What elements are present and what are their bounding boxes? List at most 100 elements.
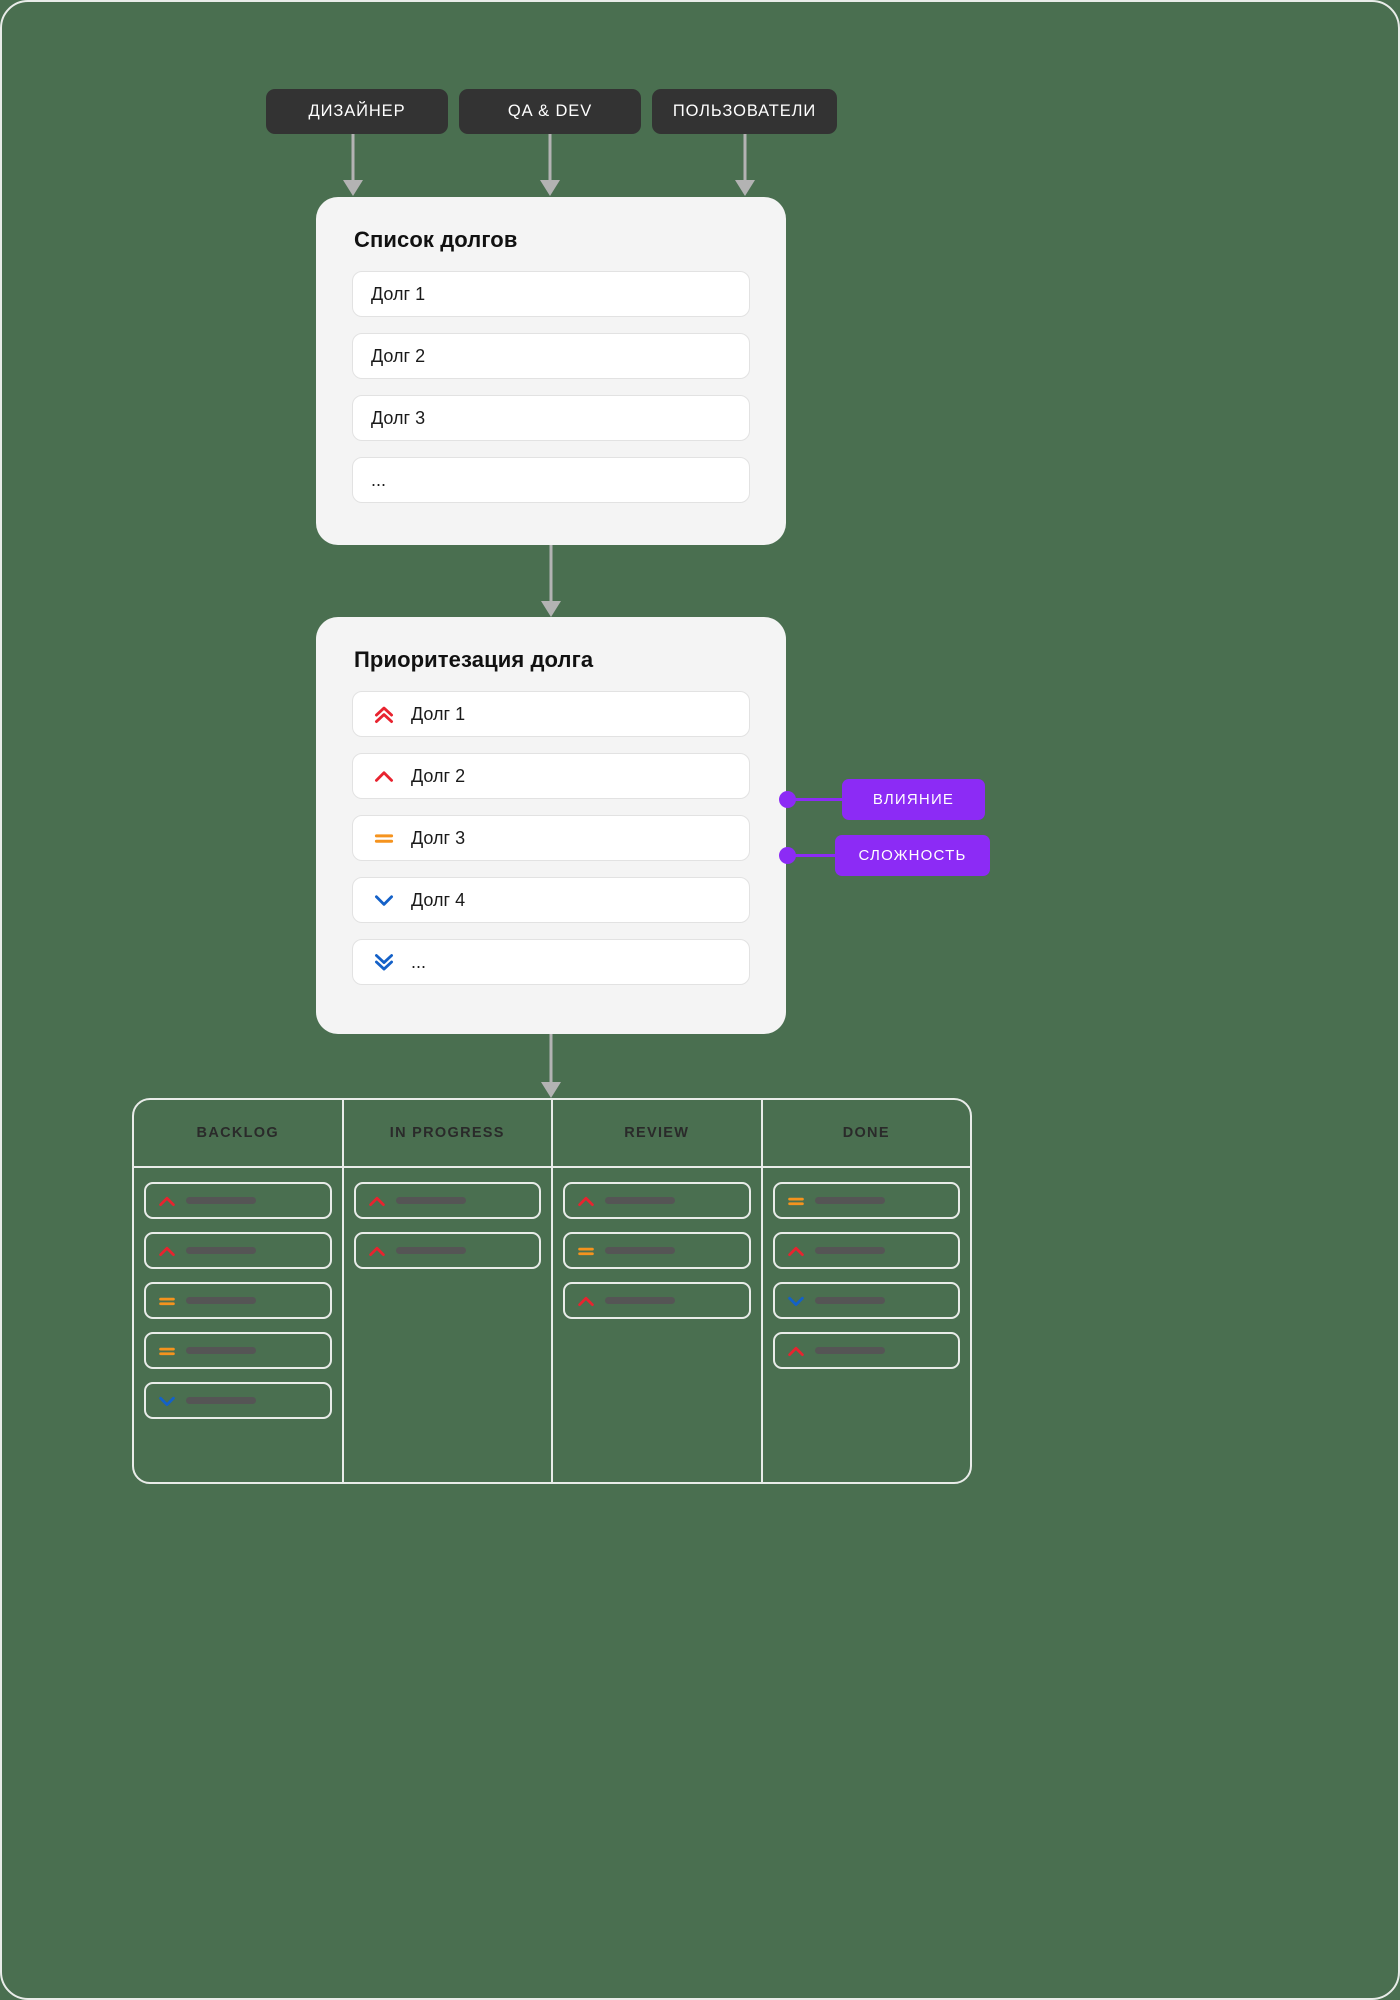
kanban-card-title-placeholder xyxy=(186,1347,256,1354)
debt-list-title: Список долгов xyxy=(354,227,518,252)
chevron-up-icon xyxy=(366,1190,388,1212)
kanban-card[interactable] xyxy=(144,1182,332,1219)
kanban-card[interactable] xyxy=(144,1232,332,1269)
kanban-card-title-placeholder xyxy=(395,1197,466,1204)
chevron-double-up-icon xyxy=(371,701,397,727)
debt-list-panel: Список долгов Долг 1 Долг 2 Долг 3 ... xyxy=(316,197,786,545)
list-item[interactable]: Долг 3 xyxy=(352,395,750,441)
debt-item-label: Долг 1 xyxy=(411,704,466,724)
source-chip-designer[interactable]: ДИЗАЙНЕР xyxy=(266,89,448,134)
kanban-column-in-progress xyxy=(344,1168,553,1482)
kanban-body xyxy=(134,1168,970,1482)
chevron-double-down-icon xyxy=(371,949,397,975)
prioritization-title: Приоритезация долга xyxy=(354,647,594,672)
debt-item-label: ... xyxy=(411,952,427,972)
debt-item-label: Долг 2 xyxy=(411,766,466,786)
debt-item-label: Долг 2 xyxy=(371,346,426,366)
source-chip-label: QA & DEV xyxy=(507,102,593,120)
debt-item-label: Долг 4 xyxy=(411,890,466,910)
chevron-down-icon xyxy=(156,1390,178,1412)
kanban-column-done xyxy=(763,1168,971,1482)
kanban-card[interactable] xyxy=(772,1332,960,1369)
kanban-card-title-placeholder xyxy=(186,1397,256,1404)
kanban-card-title-placeholder xyxy=(605,1197,675,1204)
source-chip-label: ПОЛЬЗОВАТЕЛИ xyxy=(672,102,817,120)
kanban-card-title-placeholder xyxy=(814,1247,885,1254)
kanban-column-backlog xyxy=(134,1168,344,1482)
equals-icon xyxy=(156,1290,178,1312)
list-item[interactable]: Долг 4 xyxy=(352,877,750,923)
kanban-card-title-placeholder xyxy=(605,1297,675,1304)
criterion-dot-complexity xyxy=(779,847,796,864)
kanban-column-header-review[interactable]: REVIEW xyxy=(553,1100,763,1166)
kanban-card-title-placeholder xyxy=(395,1247,466,1254)
arrow-list-to-prioritization xyxy=(540,545,562,617)
kanban-card[interactable] xyxy=(144,1332,332,1369)
debt-item-label: ... xyxy=(371,470,387,490)
kanban-card[interactable] xyxy=(144,1382,332,1419)
kanban-card-title-placeholder xyxy=(605,1247,675,1254)
chevron-up-icon xyxy=(371,763,397,789)
arrow-users-to-list xyxy=(734,134,756,196)
chevron-up-icon xyxy=(785,1340,807,1362)
debt-item-label: Долг 3 xyxy=(371,408,426,428)
kanban-column-header-in-progress[interactable]: IN PROGRESS xyxy=(344,1100,553,1166)
kanban-column-header-backlog[interactable]: BACKLOG xyxy=(134,1100,344,1166)
kanban-card[interactable] xyxy=(772,1232,960,1269)
criterion-tag-impact[interactable]: ВЛИЯНИЕ xyxy=(842,779,985,820)
equals-icon xyxy=(575,1240,597,1262)
arrow-qa-to-list xyxy=(539,134,561,196)
debt-list-rows: Долг 1 Долг 2 Долг 3 ... xyxy=(316,253,786,533)
kanban-column-review xyxy=(553,1168,763,1482)
kanban-card-title-placeholder xyxy=(814,1197,885,1204)
chevron-up-icon xyxy=(366,1240,388,1262)
arrow-designer-to-list xyxy=(342,134,364,196)
kanban-board: BACKLOG IN PROGRESS REVIEW DONE xyxy=(132,1098,972,1484)
debt-item-label: Долг 1 xyxy=(371,284,426,304)
kanban-card-title-placeholder xyxy=(186,1247,256,1254)
list-item[interactable]: ... xyxy=(352,457,750,503)
source-chip-users[interactable]: ПОЛЬЗОВАТЕЛИ xyxy=(652,89,837,134)
list-item[interactable]: ... xyxy=(352,939,750,985)
list-item[interactable]: Долг 1 xyxy=(352,691,750,737)
criterion-label: СЛОЖНОСТЬ xyxy=(858,847,967,864)
kanban-card[interactable] xyxy=(563,1232,751,1269)
chevron-down-icon xyxy=(785,1290,807,1312)
kanban-card[interactable] xyxy=(353,1232,541,1269)
kanban-card-title-placeholder xyxy=(814,1297,885,1304)
arrow-prioritization-to-board xyxy=(540,1034,562,1098)
chevron-up-icon xyxy=(575,1190,597,1212)
criterion-connector-complexity xyxy=(795,854,837,857)
criterion-tag-complexity[interactable]: СЛОЖНОСТЬ xyxy=(835,835,990,876)
kanban-card[interactable] xyxy=(772,1282,960,1319)
kanban-card[interactable] xyxy=(144,1282,332,1319)
source-chip-label: ДИЗАЙНЕР xyxy=(308,102,406,120)
chevron-up-icon xyxy=(156,1240,178,1262)
chevron-down-icon xyxy=(371,887,397,913)
prioritization-panel: Приоритезация долга Долг 1 Долг 2 Долг 3 xyxy=(316,617,786,1034)
kanban-header-row: BACKLOG IN PROGRESS REVIEW DONE xyxy=(134,1100,970,1168)
equals-icon xyxy=(371,825,397,851)
kanban-column-header-done[interactable]: DONE xyxy=(842,1125,890,1141)
chevron-up-icon xyxy=(575,1290,597,1312)
list-item[interactable]: Долг 2 xyxy=(352,333,750,379)
kanban-card[interactable] xyxy=(772,1182,960,1219)
kanban-card-title-placeholder xyxy=(186,1197,256,1204)
prioritization-rows: Долг 1 Долг 2 Долг 3 Долг 4 xyxy=(316,673,786,1015)
source-chip-qa-dev[interactable]: QA & DEV xyxy=(459,89,641,134)
list-item[interactable]: Долг 1 xyxy=(352,271,750,317)
kanban-card[interactable] xyxy=(353,1182,541,1219)
kanban-card-title-placeholder xyxy=(814,1347,885,1354)
equals-icon xyxy=(156,1340,178,1362)
kanban-card-title-placeholder xyxy=(186,1297,256,1304)
criterion-connector-impact xyxy=(795,798,845,801)
list-item[interactable]: Долг 3 xyxy=(352,815,750,861)
kanban-card[interactable] xyxy=(563,1182,751,1219)
equals-icon xyxy=(785,1190,807,1212)
kanban-card[interactable] xyxy=(563,1282,751,1319)
list-item[interactable]: Долг 2 xyxy=(352,753,750,799)
debt-item-label: Долг 3 xyxy=(411,828,466,848)
chevron-up-icon xyxy=(156,1190,178,1212)
criterion-label: ВЛИЯНИЕ xyxy=(872,791,955,808)
